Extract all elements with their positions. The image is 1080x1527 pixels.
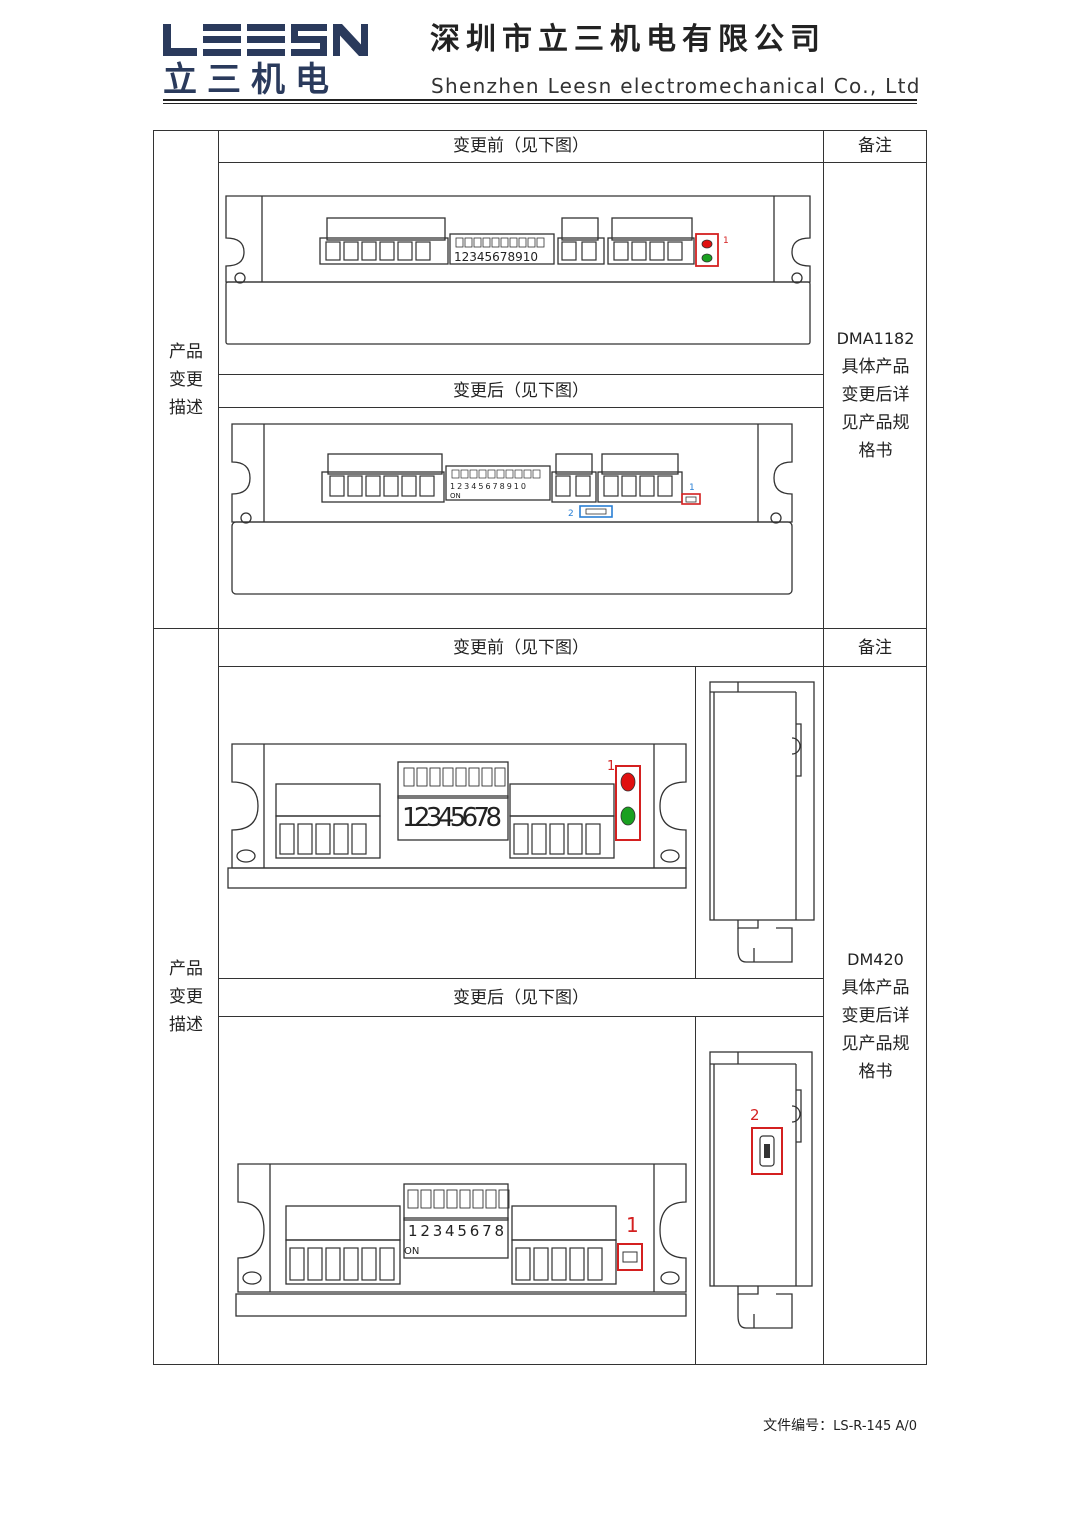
- dip-numbers: 12345678910: [450, 482, 528, 491]
- dm420-before-front-drawing: 12345678 1: [227, 743, 687, 889]
- dma1182-before-drawing: 12345678910 1: [225, 195, 811, 345]
- usb-port-slot: [764, 1144, 770, 1158]
- dma1182-after-drawing: 12345678910 ON 1 2: [231, 423, 793, 595]
- led-highlight-box: [615, 765, 641, 841]
- remark-line: 见产品规: [841, 1034, 910, 1054]
- side-label-line: 变更: [169, 987, 203, 1007]
- side-label-line: 产品: [169, 959, 203, 979]
- before-label-1: 变更前（见下图）: [453, 136, 589, 156]
- before-label-2: 变更前（见下图）: [453, 638, 589, 658]
- marker-2: 2: [568, 509, 574, 519]
- green-led-icon: [620, 806, 636, 826]
- remark-2: DM420 具体产品 变更后详 见产品规 格书: [824, 946, 927, 1086]
- marker-2: 2: [750, 1106, 760, 1124]
- usb-highlight-box: [751, 1127, 783, 1175]
- remark-line: 见产品规: [841, 413, 910, 433]
- led-icon: [622, 1251, 638, 1263]
- led-highlight-box: [695, 233, 719, 267]
- dip-on-label: ON: [450, 492, 461, 500]
- green-led-icon: [701, 253, 713, 263]
- dip-on-label: ON: [404, 1246, 419, 1257]
- document-number-label: 文件编号：: [763, 1418, 834, 1434]
- marker-1: 1: [607, 759, 615, 774]
- red-led-icon: [620, 772, 636, 792]
- remark-model: DM420: [847, 950, 904, 969]
- header-rule: [163, 99, 917, 101]
- usb-port-icon: [759, 1135, 775, 1167]
- usb-port-icon: [585, 508, 607, 515]
- company-name-en: Shenzhen Leesn electromechanical Co., Lt…: [431, 74, 921, 98]
- red-led-icon: [701, 239, 713, 249]
- document-number: 文件编号：LS-R-145 A/0: [763, 1415, 917, 1438]
- remark-line: 具体产品: [841, 978, 910, 998]
- led-highlight-box: [617, 1243, 643, 1271]
- remark-1: DMA1182 具体产品 变更后详 见产品规 格书: [824, 325, 927, 465]
- side-label-line: 产品: [169, 342, 203, 362]
- marker-1: 1: [689, 483, 695, 493]
- led-highlight-box: [681, 493, 701, 505]
- remark-line: 变更后详: [841, 1006, 910, 1026]
- side-label-line: 变更: [169, 370, 203, 390]
- document-number-code: LS-R-145 A/0: [833, 1419, 917, 1434]
- dip-numbers: 12345678: [402, 803, 502, 833]
- led-icon: [685, 496, 697, 503]
- remark-header-1: 备注: [858, 136, 892, 156]
- dm420-after-front-drawing: 12345678 ON 1: [235, 1163, 687, 1317]
- after-label-1: 变更后（见下图）: [453, 381, 589, 401]
- side-label-2: 产品 变更 描述: [153, 955, 219, 1039]
- remark-model: DMA1182: [836, 329, 915, 348]
- after-label-2: 变更后（见下图）: [453, 988, 589, 1008]
- logo-chinese-text: 立三机电: [163, 60, 339, 100]
- header-rule-thin: [163, 103, 917, 104]
- remark-line: 格书: [858, 441, 893, 461]
- remark-line: 格书: [858, 1062, 893, 1082]
- dm420-before-side-drawing: [709, 681, 815, 963]
- side-label-line: 描述: [169, 398, 203, 418]
- remark-line: 变更后详: [841, 385, 910, 405]
- marker-1: 1: [723, 236, 729, 246]
- marker-1: 1: [626, 1213, 639, 1237]
- remark-header-2: 备注: [858, 638, 892, 658]
- dm420-after-side-drawing: 2: [709, 1051, 813, 1329]
- side-label-line: 描述: [169, 1015, 203, 1035]
- dip-numbers: 12345678910: [454, 250, 538, 264]
- usb-highlight-box: [579, 505, 613, 518]
- remark-line: 具体产品: [841, 357, 910, 377]
- side-label-1: 产品 变更 描述: [153, 338, 219, 422]
- terminal-blocks: [325, 241, 683, 261]
- company-name-cn: 深圳市立三机电有限公司: [430, 22, 826, 57]
- leesn-logo: [163, 24, 368, 56]
- dip-numbers: 12345678: [408, 1222, 504, 1240]
